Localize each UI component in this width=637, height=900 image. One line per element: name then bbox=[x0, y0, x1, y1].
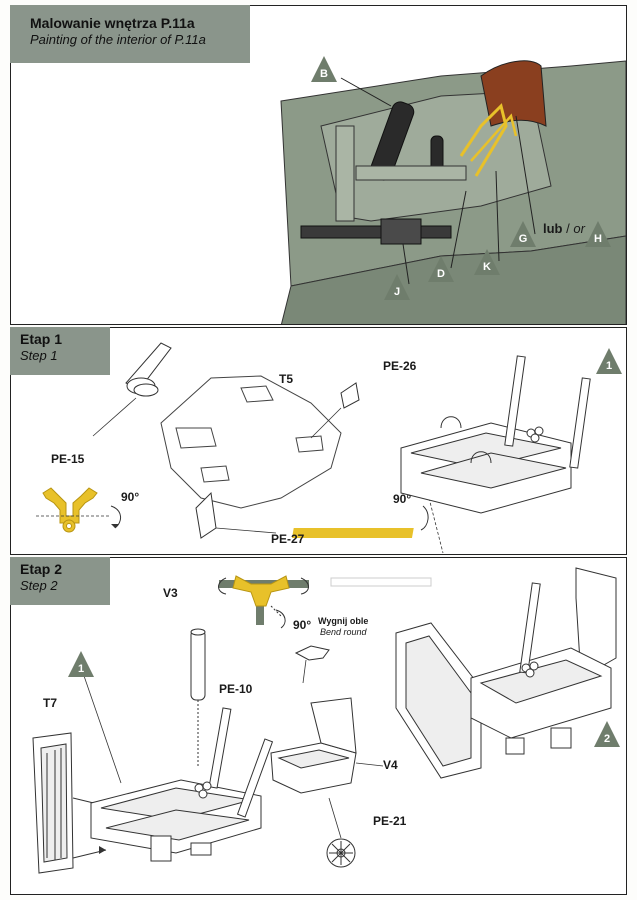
step2-header: Etap 2 Step 2 bbox=[10, 557, 110, 605]
svg-text:K: K bbox=[483, 261, 491, 273]
pe10-part bbox=[294, 645, 330, 661]
or-label: lub / or bbox=[543, 221, 585, 236]
callout-j: J bbox=[384, 274, 410, 300]
callout-g: G bbox=[510, 221, 536, 247]
callout-k: K bbox=[474, 249, 500, 275]
painting-title-en: Painting of the interior of P.11a bbox=[30, 32, 206, 47]
callout-d: D bbox=[428, 256, 454, 282]
step1-title-en: Step 1 bbox=[20, 348, 58, 363]
step2-ref-badge: 1 bbox=[68, 651, 94, 677]
svg-text:J: J bbox=[394, 286, 400, 298]
t5-plate bbox=[160, 375, 342, 509]
step2-floor-assembly bbox=[90, 707, 274, 862]
pe26-part bbox=[340, 382, 360, 409]
cockpit-color-illustration bbox=[280, 60, 626, 324]
label-angle-a: 90° bbox=[121, 490, 140, 504]
label-angle-b: 90° bbox=[393, 492, 412, 506]
step1-assembled bbox=[400, 355, 591, 514]
label-pe27: PE-27 bbox=[271, 532, 305, 546]
painting-header: Malowanie wnętrza P.11a Painting of the … bbox=[10, 5, 250, 63]
label-pe10: PE-10 bbox=[219, 682, 253, 696]
label-t5: T5 bbox=[279, 372, 294, 386]
label-pe26: PE-26 bbox=[383, 359, 417, 373]
pe21-part bbox=[326, 838, 356, 868]
label-t7: T7 bbox=[43, 696, 58, 710]
label-v4: V4 bbox=[383, 758, 398, 772]
svg-text:1: 1 bbox=[606, 360, 612, 372]
step2-title-en: Step 2 bbox=[20, 578, 58, 593]
svg-text:2: 2 bbox=[604, 733, 610, 745]
svg-text:1: 1 bbox=[78, 663, 84, 675]
v4-seat bbox=[270, 697, 357, 794]
painting-title-pl: Malowanie wnętrza P.11a bbox=[30, 15, 195, 31]
step2-title-pl: Etap 2 bbox=[20, 561, 63, 577]
t7-frame bbox=[32, 732, 74, 874]
step1-title-pl: Etap 1 bbox=[20, 331, 63, 347]
label-bend-angle: 90° bbox=[293, 618, 312, 632]
label-v3: V3 bbox=[163, 586, 178, 600]
pe10-bend-detail bbox=[218, 575, 309, 629]
label-pe21: PE-21 bbox=[373, 814, 407, 828]
callout-b: B bbox=[311, 56, 337, 82]
step1-panel: 1 T5 PE-26 PE-15 PE-27 90° 90° bbox=[10, 327, 627, 555]
v3-part bbox=[190, 628, 206, 768]
step2-illustration: 1 2 bbox=[32, 567, 620, 874]
step2-panel: 1 2 V3 PE-10 V4 T7 PE-21 90° Wygnij oble… bbox=[10, 557, 627, 895]
step2-result-badge: 2 bbox=[594, 721, 620, 747]
paint-callouts: B D K G H J bbox=[311, 56, 611, 300]
step1-result-badge: 1 bbox=[596, 348, 622, 374]
label-bend-pl: Wygnij oble bbox=[318, 616, 369, 626]
step1-illustration: 1 bbox=[36, 342, 622, 554]
svg-text:B: B bbox=[320, 68, 328, 80]
faint-sketch bbox=[330, 577, 432, 587]
step2-assembled bbox=[395, 567, 617, 779]
label-bend-en: Bend round bbox=[320, 627, 367, 637]
callout-h: H bbox=[585, 221, 611, 247]
svg-text:H: H bbox=[594, 233, 602, 245]
svg-text:G: G bbox=[519, 233, 528, 245]
label-pe15: PE-15 bbox=[51, 452, 85, 466]
pe15-part bbox=[125, 342, 172, 397]
pe15-bend-detail bbox=[42, 487, 98, 533]
step1-header: Etap 1 Step 1 bbox=[10, 327, 110, 375]
svg-text:D: D bbox=[437, 268, 445, 280]
painting-panel: B D K G H J lub / or bbox=[10, 5, 627, 325]
